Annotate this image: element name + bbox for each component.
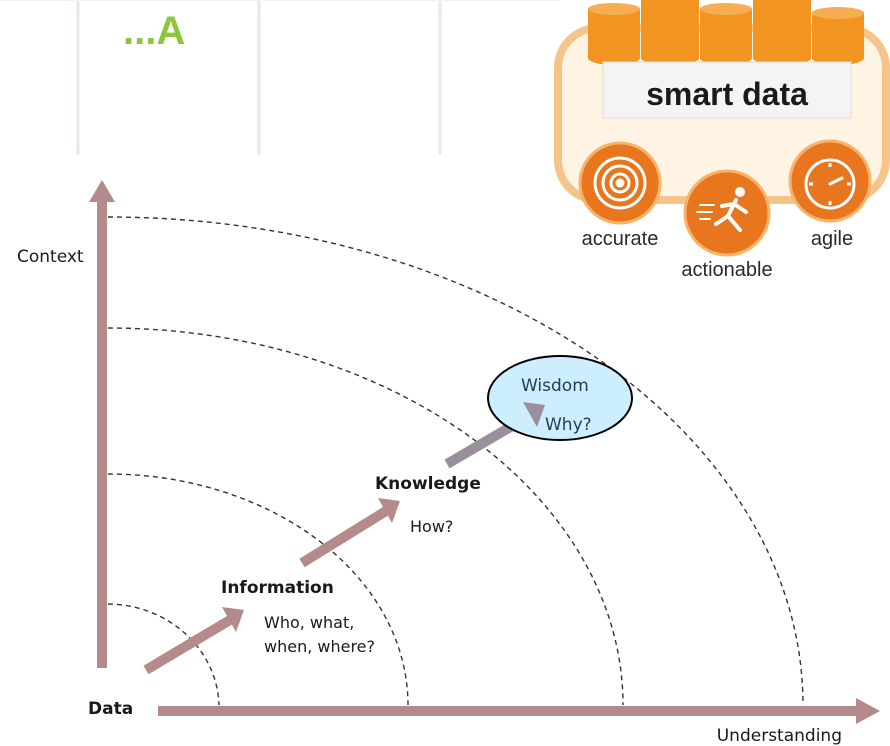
arrow-head-wisdom: [523, 402, 545, 427]
actionable-label: actionable: [681, 259, 772, 281]
target-icon: [593, 156, 647, 210]
x-axis: [158, 698, 880, 724]
arc-knowledge: [107, 327, 624, 706]
arrow-information-knowledge: [299, 498, 400, 568]
badge-title: smart data: [646, 76, 808, 112]
stage-wisdom-question: Why?: [545, 415, 592, 435]
stage-information-question-line2: when, where?: [264, 637, 375, 656]
arc-information: [107, 473, 409, 706]
arrow-data-information: [143, 607, 244, 675]
stage-information-question-line1: Who, what,: [264, 613, 354, 632]
accurate-label: accurate: [582, 228, 659, 250]
x-axis-label: Understanding: [717, 726, 842, 746]
agile-label: agile: [811, 228, 853, 250]
stage-data-label: Data: [88, 699, 133, 719]
arc-wisdom: [107, 216, 804, 706]
stage-wisdom-label: Wisdom: [521, 376, 589, 396]
stage-knowledge-label: Knowledge: [375, 474, 481, 494]
stage-information-label: Information: [221, 578, 334, 598]
progression-arrows: [143, 402, 545, 675]
slide-fragment: ...A: [0, 0, 560, 155]
runner-icon: [696, 187, 748, 232]
stopwatch-icon: [804, 158, 856, 210]
arc-data: [107, 603, 220, 706]
fragment-text: ...A: [123, 9, 185, 53]
database-barrels-icon: [588, 0, 864, 65]
smart-data-badge: smart data accurate: [554, 0, 890, 281]
context-arcs: [107, 216, 804, 706]
agile-item: agile: [788, 139, 872, 250]
accurate-item: accurate: [578, 141, 662, 250]
wisdom-highlight: [487, 355, 633, 441]
y-axis: [89, 180, 115, 668]
actionable-item: actionable: [681, 169, 773, 281]
badge-title-box: [602, 61, 852, 119]
y-axis-label: Context: [17, 247, 84, 267]
stage-knowledge-question: How?: [410, 517, 453, 536]
